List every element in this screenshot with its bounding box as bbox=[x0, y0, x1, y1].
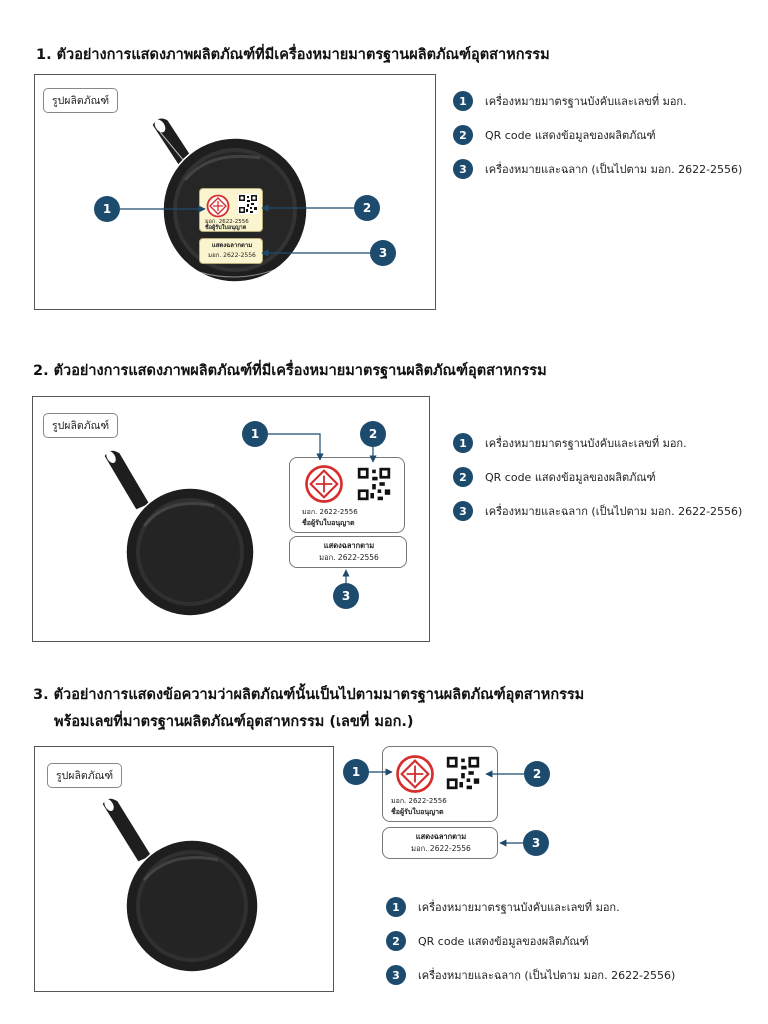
legend-text: QR code แสดงข้อมูลของผลิตภัณฑ์ bbox=[418, 935, 589, 948]
legend-text: QR code แสดงข้อมูลของผลิตภัณฑ์ bbox=[485, 129, 656, 142]
photo-label: รูปผลิตภัณฑ์ bbox=[43, 413, 119, 438]
legend-item: 1 เครื่องหมายมาตรฐานบังคับและเลขที่ มอก. bbox=[453, 90, 742, 112]
legend-number: 2 bbox=[386, 931, 406, 951]
legend-item: 2 QR code แสดงข้อมูลของผลิตภัณฑ์ bbox=[453, 466, 742, 488]
legend-text: เครื่องหมายและฉลาก (เป็นไปตาม มอก. 2622-… bbox=[418, 969, 676, 982]
skillet-handle bbox=[103, 449, 151, 511]
callout-2: 2 bbox=[524, 761, 550, 787]
callout-3: 3 bbox=[370, 240, 396, 266]
section-3-heading-line-1: 3. ตัวอย่างการแสดงข้อความว่าผลิตภัณฑ์นั้… bbox=[33, 687, 585, 703]
legend-item: 3 เครื่องหมายและฉลาก (เป็นไปตาม มอก. 262… bbox=[453, 158, 742, 180]
standard-number: มอก. 2622-2556 bbox=[302, 508, 358, 516]
section-1-heading: 1. ตัวอย่างการแสดงภาพผลิตภัณฑ์ที่มีเครื่… bbox=[36, 47, 550, 63]
legend-number: 1 bbox=[453, 91, 473, 111]
photo-label: รูปผลิตภัณฑ์ bbox=[43, 88, 119, 113]
licensee-name: ชื่อผู้รับใบอนุญาต bbox=[391, 808, 444, 816]
legend-number: 1 bbox=[453, 433, 473, 453]
legend-section-1: 1 เครื่องหมายมาตรฐานบังคับและเลขที่ มอก.… bbox=[453, 90, 742, 192]
legend-number: 3 bbox=[386, 965, 406, 985]
marking-title: แสดงฉลากตาม bbox=[415, 832, 467, 841]
tis-standard-seal-icon bbox=[206, 194, 230, 218]
marking-title: แสดงฉลากตาม bbox=[323, 541, 375, 550]
label-card-primary: มอก. 2622-2556 ชื่อผู้รับใบอนุญาต bbox=[382, 746, 498, 822]
legend-number: 3 bbox=[453, 501, 473, 521]
standard-number: มอก. 2622-2556 bbox=[391, 797, 447, 805]
legend-text: เครื่องหมายมาตรฐานบังคับและเลขที่ มอก. bbox=[485, 95, 687, 108]
legend-number: 3 bbox=[453, 159, 473, 179]
licensee-name: ชื่อผู้รับใบอนุญาต bbox=[205, 225, 247, 231]
legend-text: เครื่องหมายและฉลาก (เป็นไปตาม มอก. 2622-… bbox=[485, 163, 743, 176]
legend-item: 1 เครื่องหมายมาตรฐานบังคับและเลขที่ มอก. bbox=[386, 896, 675, 918]
tis-standard-seal-icon bbox=[305, 465, 343, 503]
callout-1: 1 bbox=[242, 421, 268, 447]
callout-2: 2 bbox=[360, 421, 386, 447]
callout-3: 3 bbox=[523, 830, 549, 856]
legend-section-2: 1 เครื่องหมายมาตรฐานบังคับและเลขที่ มอก.… bbox=[453, 432, 742, 534]
legend-item: 2 QR code แสดงข้อมูลของผลิตภัณฑ์ bbox=[453, 124, 742, 146]
section-2-heading: 2. ตัวอย่างการแสดงภาพผลิตภัณฑ์ที่มีเครื่… bbox=[33, 363, 547, 379]
legend-item: 3 เครื่องหมายและฉลาก (เป็นไปตาม มอก. 262… bbox=[386, 964, 675, 986]
label-card-marking: แสดงฉลากตาม มอก. 2622-2556 bbox=[382, 827, 498, 859]
marking-standard: มอก. 2622-2556 bbox=[411, 844, 471, 853]
legend-text: QR code แสดงข้อมูลของผลิตภัณฑ์ bbox=[485, 471, 656, 484]
label-card-marking: แสดงฉลากตาม มอก. 2622-2556 bbox=[199, 238, 263, 264]
licensee-name: ชื่อผู้รับใบอนุญาต bbox=[302, 519, 355, 527]
label-card-primary: มอก. 2622-2556 ชื่อผู้รับใบอนุญาต bbox=[199, 188, 263, 232]
legend-item: 1 เครื่องหมายมาตรฐานบังคับและเลขที่ มอก. bbox=[453, 432, 742, 454]
section-3-heading-line-2: พร้อมเลขที่มาตรฐานผลิตภัณฑ์อุตสาหกรรม (เ… bbox=[54, 714, 414, 730]
skillet-handle bbox=[101, 797, 153, 863]
photo-label: รูปผลิตภัณฑ์ bbox=[47, 763, 123, 788]
tis-standard-seal-icon bbox=[396, 755, 434, 793]
legend-item: 3 เครื่องหมายและฉลาก (เป็นไปตาม มอก. 262… bbox=[453, 500, 742, 522]
legend-section-3: 1 เครื่องหมายมาตรฐานบังคับและเลขที่ มอก.… bbox=[386, 896, 675, 998]
skillet-image bbox=[103, 449, 255, 617]
marking-standard: มอก. 2622-2556 bbox=[208, 252, 256, 259]
legend-item: 2 QR code แสดงข้อมูลของผลิตภัณฑ์ bbox=[386, 930, 675, 952]
standard-number: มอก. 2622-2556 bbox=[205, 219, 249, 225]
skillet-image bbox=[101, 797, 259, 973]
legend-number: 1 bbox=[386, 897, 406, 917]
qr-code-icon bbox=[238, 194, 258, 214]
callout-2: 2 bbox=[354, 195, 380, 221]
legend-text: เครื่องหมายมาตรฐานบังคับและเลขที่ มอก. bbox=[418, 901, 620, 914]
label-card-marking: แสดงฉลากตาม มอก. 2622-2556 bbox=[289, 536, 407, 568]
callout-1: 1 bbox=[94, 196, 120, 222]
legend-number: 2 bbox=[453, 125, 473, 145]
callout-1: 1 bbox=[343, 759, 369, 785]
legend-text: เครื่องหมายและฉลาก (เป็นไปตาม มอก. 2622-… bbox=[485, 505, 743, 518]
marking-standard: มอก. 2622-2556 bbox=[319, 553, 379, 562]
legend-number: 2 bbox=[453, 467, 473, 487]
qr-code-icon bbox=[445, 755, 481, 791]
qr-code-icon bbox=[356, 466, 392, 502]
callout-3: 3 bbox=[333, 583, 359, 609]
legend-text: เครื่องหมายมาตรฐานบังคับและเลขที่ มอก. bbox=[485, 437, 687, 450]
marking-title: แสดงฉลากตาม bbox=[211, 242, 253, 249]
label-card-primary: มอก. 2622-2556 ชื่อผู้รับใบอนุญาต bbox=[289, 457, 405, 533]
